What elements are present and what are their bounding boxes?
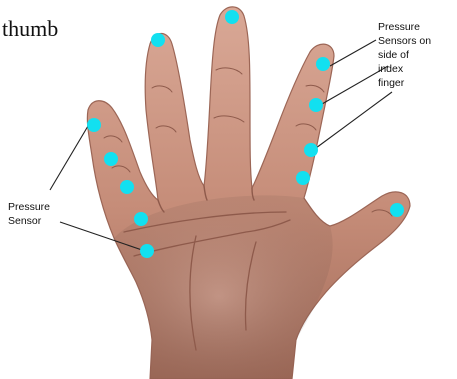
sensor-dot-thumb-tip <box>390 203 404 217</box>
thumb-label: thumb <box>2 16 58 41</box>
index-side-label: Pressure Sensors on side of index finger <box>378 21 431 89</box>
sensor-dot-palm-edge-2 <box>140 244 154 258</box>
left-pressure-label-line-2: Sensor <box>8 215 42 227</box>
sensor-dot-index-side-1 <box>316 57 330 71</box>
index-side-label-line-4: index <box>378 63 404 75</box>
sensor-dot-pinky-side-1 <box>104 152 118 166</box>
sensor-dot-middle-tip <box>225 10 239 24</box>
left-pressure-label: Pressure Sensor <box>8 201 50 227</box>
index-side-label-line-1: Pressure <box>378 21 420 33</box>
index-side-label-line-3: side of <box>378 49 409 61</box>
sensor-dot-palm-edge-1 <box>134 212 148 226</box>
sensor-dot-index-side-2 <box>309 98 323 112</box>
sensor-dot-index-side-3 <box>304 143 318 157</box>
hand-illustration <box>87 7 410 379</box>
index-side-label-line-5: finger <box>378 77 405 89</box>
sensor-dot-pinky-side-2 <box>120 180 134 194</box>
index-side-label-line-2: Sensors on <box>378 35 431 47</box>
left-pressure-label-line-1: Pressure <box>8 201 50 213</box>
palm-shading <box>114 195 333 379</box>
leader-line-index-top <box>330 40 376 66</box>
sensor-dot-index-base <box>296 171 310 185</box>
sensor-dot-pinky-tip <box>87 118 101 132</box>
sensor-dot-ring-tip <box>151 33 165 47</box>
leader-line-left-upper <box>50 126 88 190</box>
